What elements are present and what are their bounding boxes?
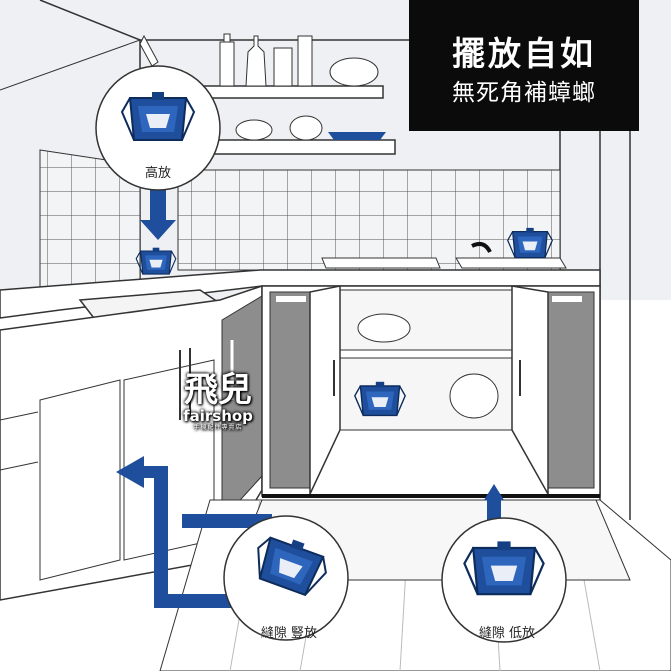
- under-sink-cabinets: [261, 285, 601, 498]
- stove: [321, 227, 567, 269]
- headline-box: 擺放自如 無死角補蟑螂: [409, 0, 639, 131]
- watermark-mark: 飛兒: [184, 370, 252, 410]
- wall-shelves: [177, 33, 396, 155]
- fairshop-watermark: 飛兒 fairshop 手機配件專賣店: [172, 372, 264, 432]
- watermark-name: fairshop: [183, 407, 253, 425]
- callout-vertical: [223, 515, 349, 641]
- guide-arrows: [116, 186, 504, 608]
- headline-main: 擺放自如: [452, 34, 596, 73]
- callout-low: [441, 517, 567, 643]
- watermark-tagline: 手機配件專賣店: [193, 424, 243, 431]
- tile-backsplash: [177, 169, 561, 271]
- callout-low-label: 縫隙 低放: [478, 626, 536, 641]
- callout-high-label: 高放: [144, 166, 171, 181]
- headline-sub: 無死角補蟑螂: [452, 80, 596, 106]
- callout-high: [95, 65, 221, 191]
- callout-vertical-label: 縫隙 豎放: [260, 626, 318, 641]
